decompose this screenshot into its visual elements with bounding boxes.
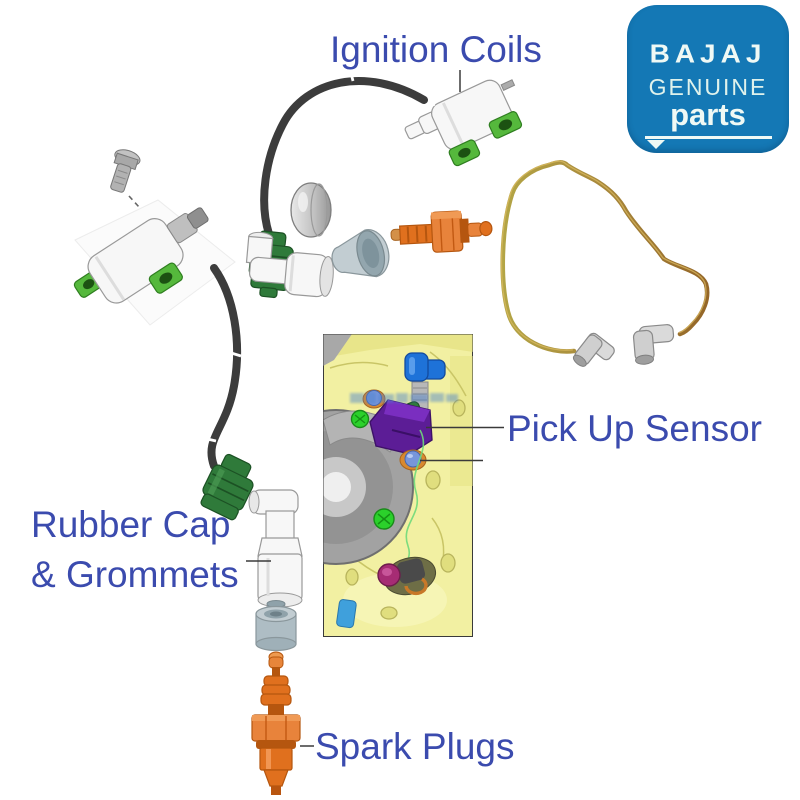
- white-plug-cap-horizontal: [245, 231, 334, 298]
- logo-arrow-icon: [647, 140, 665, 149]
- coil-cable-right: [260, 68, 436, 238]
- logo-underline: [645, 136, 772, 139]
- bajaj-logo: BAJAJ GENUINE parts: [627, 5, 789, 153]
- cylinder-grommet: [255, 600, 297, 652]
- blue-connector: [404, 352, 446, 382]
- white-plug-cap-vertical: [248, 489, 303, 608]
- logo-parts-text: parts: [670, 97, 746, 132]
- ignition-coil-left: [73, 199, 236, 326]
- pick-up-sensor-label: Pick Up Sensor: [507, 408, 762, 449]
- logo-genuine-text: GENUINE: [648, 74, 768, 100]
- spark-plug-horizontal: [390, 210, 493, 253]
- watermark-smudge: [350, 392, 458, 404]
- dome-grommet: [290, 182, 332, 238]
- rubber-cap-grommets-label: Rubber Cap & Grommets: [31, 500, 239, 600]
- pickup-sensor-part: [369, 399, 433, 455]
- bajaj-logo-brand: BAJAJ: [649, 39, 767, 68]
- wire-end-cap-right: [632, 324, 675, 365]
- ignition-coils-label: Ignition Coils: [330, 29, 542, 70]
- wire-end-cap-left: [572, 332, 615, 367]
- rubber-cap-label-line2: & Grommets: [31, 554, 239, 595]
- spark-plug-cap-green-left: [200, 453, 254, 521]
- ht-wire-loop: [500, 160, 710, 354]
- pump-assembly: [377, 556, 437, 596]
- green-screw-lower: [373, 508, 395, 530]
- engine-crankcase-view: [323, 334, 473, 637]
- bolt-washer-lower: [399, 449, 427, 471]
- spark-plugs-label: Spark Plugs: [315, 726, 515, 767]
- rubber-cap-label-line1: Rubber Cap: [31, 504, 231, 545]
- mounting-bolt: [110, 149, 160, 230]
- green-screw-upper: [350, 409, 370, 429]
- cone-grommet: [331, 229, 390, 278]
- ignition-coil-right: [404, 70, 523, 167]
- engine-blue-tab: [336, 599, 357, 629]
- coil-cable-left: [202, 264, 242, 470]
- spark-plug-vertical: [251, 651, 301, 795]
